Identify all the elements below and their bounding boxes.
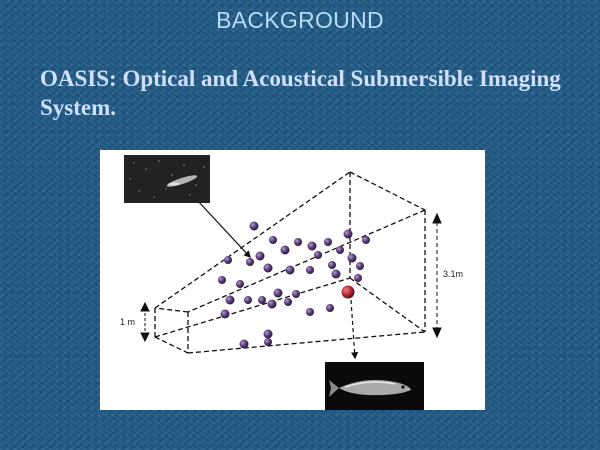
slide-title: BACKGROUND xyxy=(216,7,384,33)
fish-image-inset xyxy=(325,362,424,410)
dimension-arrows xyxy=(140,212,442,343)
pointer-arrow-bottom xyxy=(350,299,359,360)
pointer-arrow-top xyxy=(196,199,251,259)
sampling-volume-svg xyxy=(140,171,442,360)
height-dimension-label: 3.1m xyxy=(443,269,464,279)
highlighted-target xyxy=(341,285,355,299)
slide-heading: OASIS: Optical and Acoustical Submersibl… xyxy=(40,66,561,120)
fish-image xyxy=(325,362,424,410)
acoustic-image xyxy=(124,155,210,203)
oasis-diagram: 3.1m 1 m xyxy=(100,150,485,410)
acoustic-targets xyxy=(218,221,370,349)
acoustic-image-inset xyxy=(124,155,210,203)
depth-dimension-label: 1 m xyxy=(120,317,136,327)
